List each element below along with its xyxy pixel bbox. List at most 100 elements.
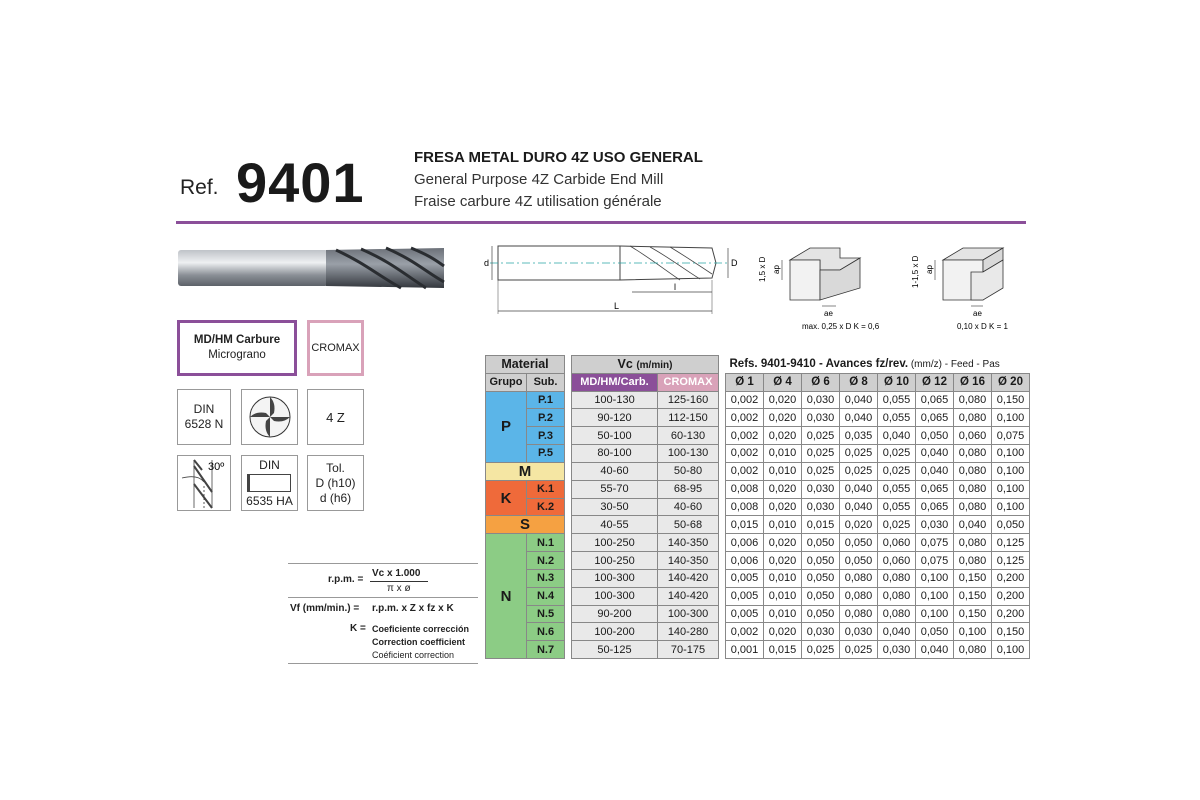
feed-cell: 0,065: [915, 479, 954, 499]
feed-cell: 0,030: [801, 408, 840, 428]
feed-cell: 0,020: [763, 408, 802, 428]
vc-header: Vc (m/min): [571, 355, 719, 374]
ref-label: Ref.: [180, 176, 219, 199]
dia-header: Ø 20: [991, 372, 1030, 392]
feed-cell: 0,075: [991, 426, 1030, 445]
flutes-badge: 4 Z: [307, 389, 364, 445]
feed-cell: 0,150: [991, 390, 1030, 410]
feed-cell: 0,040: [877, 426, 916, 445]
feed-cell: 0,020: [763, 533, 802, 553]
feed-cell: 0,010: [763, 461, 802, 481]
cutting-data-table: Material Vc (m/min) Refs. 9401-9410 - Av…: [485, 355, 1030, 659]
k-fr: Coéficient correction: [372, 650, 455, 660]
rpm-numerator: Vc x 1.000: [372, 568, 421, 579]
feed-cell: 0,002: [725, 426, 764, 445]
feed-cell: 0,030: [801, 479, 840, 499]
ref-number: 9401: [236, 151, 365, 214]
vc-md-cell: 100-250: [571, 551, 658, 570]
material-line1: MD/HM Carbure: [193, 334, 281, 346]
feed-cell: 0,010: [763, 568, 802, 588]
formula-divider-bottom: [288, 663, 478, 664]
feed-cell: 0,025: [877, 515, 916, 535]
material-line2: Micrograno: [208, 349, 266, 361]
feed-cell: 0,050: [915, 426, 954, 445]
feed-cell: 0,020: [763, 426, 802, 445]
feed-cell: 0,150: [953, 586, 992, 606]
feed-cell: 0,025: [801, 461, 840, 481]
feed-cell: 0,050: [991, 515, 1030, 535]
slot2-ae: ae: [973, 309, 982, 318]
feed-cell: 0,100: [991, 479, 1030, 499]
din-line1: DIN: [193, 402, 215, 416]
feed-cell: 0,150: [991, 622, 1030, 642]
vc-cromax-cell: 68-95: [657, 479, 719, 499]
feed-cell: 0,035: [839, 426, 878, 445]
sub-cell: K.1: [526, 479, 565, 499]
feed-cell: 0,001: [725, 640, 764, 659]
feed-cell: 0,006: [725, 551, 764, 570]
dia-header: Ø 1: [725, 372, 764, 392]
vc-md-cell: 50-100: [571, 426, 658, 445]
feed-cell: 0,040: [839, 497, 878, 517]
feed-cell: 0,006: [725, 533, 764, 553]
sub-cell: P.3: [526, 426, 565, 445]
vc-md-cell: 50-125: [571, 640, 658, 659]
feed-cell: 0,025: [801, 426, 840, 445]
flute-section-icon: [241, 389, 298, 445]
feed-cell: 0,200: [991, 586, 1030, 606]
tol-line1: Tol.: [326, 460, 345, 475]
end-mill-photo: [178, 246, 445, 290]
feed-cell: 0,060: [877, 551, 916, 570]
vc-md-cell: 90-120: [571, 408, 658, 428]
vc-md-cell: 30-50: [571, 497, 658, 517]
feed-cell: 0,002: [725, 461, 764, 481]
din2-top: DIN: [259, 458, 280, 472]
group-cell: M: [485, 461, 565, 481]
dia-header: Ø 4: [763, 372, 802, 392]
drawing-D-label: D: [731, 258, 738, 268]
material-header: Material: [485, 355, 565, 374]
feed-cell: 0,080: [953, 551, 992, 570]
dia-header: Ø 16: [953, 372, 992, 392]
vc-md-cell: 80-100: [571, 443, 658, 463]
feed-cell: 0,080: [877, 568, 916, 588]
feed-cell: 0,055: [877, 390, 916, 410]
feed-cell: 0,080: [877, 586, 916, 606]
feed-cell: 0,060: [953, 426, 992, 445]
din2-bottom: 6535 HA: [246, 494, 293, 508]
drawing-L-label: L: [614, 301, 619, 311]
feed-cell: 0,040: [839, 390, 878, 410]
sub-cell: P.1: [526, 390, 565, 410]
vc-md-cell: 40-60: [571, 461, 658, 481]
rpm-fraction-bar: [370, 581, 428, 582]
feed-cell: 0,075: [915, 551, 954, 570]
slot1-ae: ae: [824, 309, 833, 318]
feed-cell: 0,025: [877, 461, 916, 481]
feed-cell: 0,080: [953, 497, 992, 517]
end-mill-drawing: d D l L: [484, 245, 738, 314]
feed-cell: 0,005: [725, 568, 764, 588]
vc-cromax-cell: 60-130: [657, 426, 719, 445]
feed-cell: 0,100: [991, 443, 1030, 463]
feed-cell: 0,100: [915, 568, 954, 588]
sub-cell: N.1: [526, 533, 565, 553]
feed-cell: 0,020: [763, 551, 802, 570]
feed-cell: 0,065: [915, 390, 954, 410]
feed-cell: 0,040: [915, 640, 954, 659]
feed-cell: 0,100: [953, 622, 992, 642]
feed-cell: 0,040: [877, 622, 916, 642]
sub-cell: N.4: [526, 586, 565, 606]
feed-cell: 0,020: [839, 515, 878, 535]
slot-diagram-full: 1,5 x D ap ae max. 0,25 x D K = 0,6: [758, 247, 880, 331]
feed-cell: 0,100: [991, 497, 1030, 517]
vc-cromax-cell: 40-60: [657, 497, 719, 517]
formula-divider-mid: [288, 597, 478, 598]
feed-cell: 0,010: [763, 443, 802, 463]
k-label: K =: [350, 623, 366, 634]
feed-cell: 0,030: [877, 640, 916, 659]
